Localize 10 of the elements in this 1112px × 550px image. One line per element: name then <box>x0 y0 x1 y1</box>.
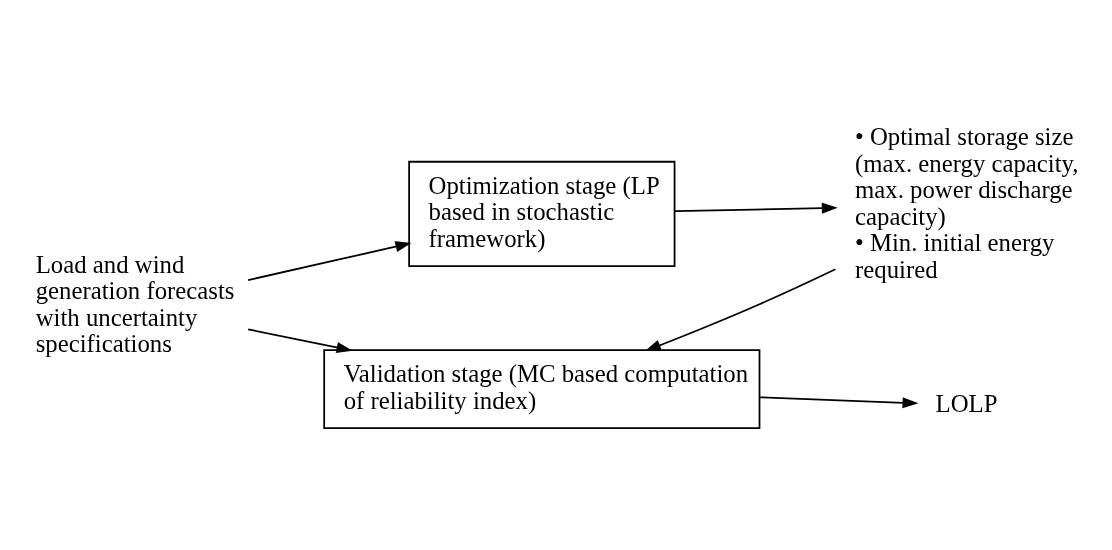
arrow <box>247 241 412 281</box>
node-box: Optimization stage (LP based in stochastic framework) <box>408 160 676 268</box>
node-text: • Optimal storage size (max. energy capacity, max. power discharge capacity) • Min. initial energy required <box>855 123 1079 284</box>
node-text: LOLP <box>935 389 998 417</box>
node-box: Validation stage (MC based computation of reliability index) <box>323 349 761 429</box>
arrow <box>759 396 919 409</box>
arrow <box>674 202 838 214</box>
arrow <box>247 328 353 353</box>
arrow <box>645 268 837 352</box>
node-text: Load and wind generation forecasts with uncertainty specifications <box>35 250 235 358</box>
